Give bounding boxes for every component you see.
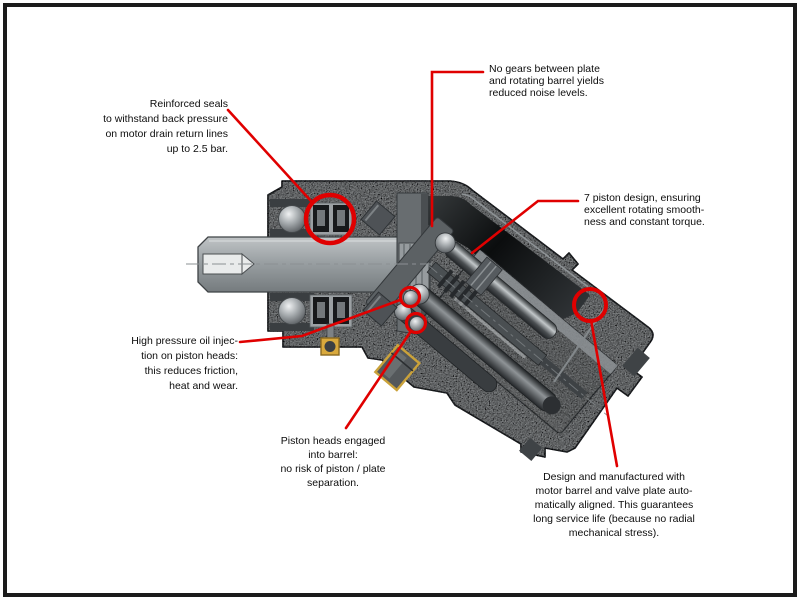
annotations bbox=[226, 70, 619, 468]
piston bbox=[434, 232, 558, 339]
lower-bearing bbox=[270, 293, 314, 331]
lower-shaft-seals bbox=[309, 294, 353, 328]
leader-oil-injection bbox=[238, 298, 402, 344]
lower-roller-bearing bbox=[362, 291, 398, 327]
leader-auto-aligned bbox=[589, 318, 619, 468]
callout-oil-injection: High pressure oil injec- tion on piston … bbox=[131, 335, 238, 392]
leader-piston-heads bbox=[344, 329, 413, 430]
callout-reinforced-seals: Reinforced seals to withstand back press… bbox=[103, 98, 228, 155]
port-boss bbox=[519, 437, 543, 462]
port-boss bbox=[622, 347, 650, 377]
leader-no-gears bbox=[430, 70, 485, 228]
upper-bearing bbox=[270, 199, 314, 237]
leader-seven-piston bbox=[470, 199, 580, 255]
drain-plug bbox=[320, 323, 340, 356]
callout-circle-piston-head-1 bbox=[398, 285, 422, 309]
callout-no-gears: No gears between plate and rotating barr… bbox=[489, 63, 604, 99]
callout-circle-piston-head-2 bbox=[404, 311, 428, 335]
housing-inner-wall bbox=[461, 193, 589, 288]
elbow-fitting bbox=[373, 343, 421, 392]
callout-circle-seals bbox=[303, 192, 357, 246]
callout-auto-aligned: Design and manufactured with motor barre… bbox=[533, 471, 695, 539]
upper-shaft-seals bbox=[309, 202, 353, 236]
figure-border-frame bbox=[3, 3, 797, 597]
interior-cavity bbox=[412, 196, 590, 324]
leader-reinforced-seals bbox=[226, 108, 313, 203]
callout-piston-heads: Piston heads engaged into barrel: no ris… bbox=[280, 435, 386, 489]
callout-seven-piston: 7 piston design, ensuring excellent rota… bbox=[584, 192, 705, 228]
upper-roller-bearing bbox=[360, 200, 396, 236]
